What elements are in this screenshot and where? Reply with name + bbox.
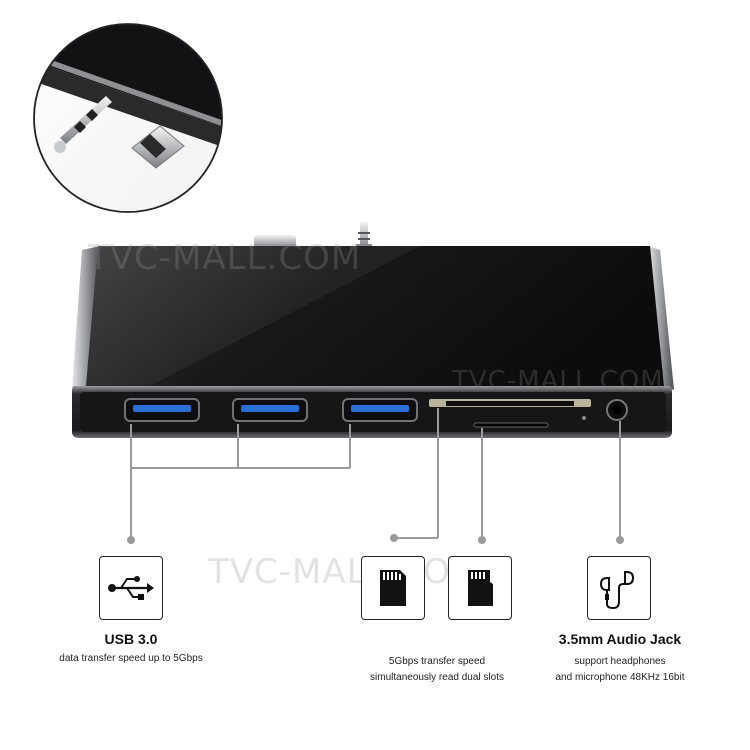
usb-feature-desc: data transfer speed up to 5Gbps bbox=[59, 653, 203, 664]
usb-feature-box bbox=[99, 556, 163, 620]
usb-c-plug-zoom bbox=[131, 125, 185, 169]
watermark-top: TVC-MALL.COM bbox=[88, 238, 362, 278]
micro-sd-feature-box bbox=[448, 556, 512, 620]
audio-feature-box bbox=[587, 556, 651, 620]
audio-plug-zoom bbox=[54, 96, 112, 153]
micro-sd-card-icon bbox=[468, 570, 493, 606]
usb-port-1 bbox=[124, 398, 200, 422]
zoom-inset bbox=[33, 23, 223, 213]
usb-feature-title: USB 3.0 bbox=[104, 631, 158, 647]
usb-port-2 bbox=[232, 398, 308, 422]
earphones-icon bbox=[599, 571, 635, 610]
usb-c-connector bbox=[254, 235, 296, 248]
hub-device bbox=[72, 246, 674, 438]
card-feature-desc-line2: simultaneously read dual slots bbox=[370, 672, 504, 683]
card-feature-desc-line1: 5Gbps transfer speed bbox=[388, 656, 486, 667]
watermark-middle: TVC-MALL.COM bbox=[452, 366, 664, 396]
indicator-led bbox=[582, 416, 586, 420]
sd-card-feature-box bbox=[361, 556, 425, 620]
audio-feature-desc-line2: and microphone 48KHz 16bit bbox=[555, 672, 685, 683]
sd-card-icon bbox=[380, 570, 406, 606]
micro-sd-slot bbox=[473, 422, 549, 428]
callout-lines bbox=[127, 408, 624, 544]
audio-feature-title: 3.5mm Audio Jack bbox=[558, 631, 682, 647]
usb-icon bbox=[108, 576, 154, 600]
sd-card-slot bbox=[429, 399, 591, 407]
audio-jack-port bbox=[606, 399, 628, 421]
usb-port-3 bbox=[342, 398, 418, 422]
watermark-bottom: TVC-MALL.COM bbox=[208, 552, 482, 592]
audio-feature-desc-line1: support headphones bbox=[574, 656, 666, 667]
